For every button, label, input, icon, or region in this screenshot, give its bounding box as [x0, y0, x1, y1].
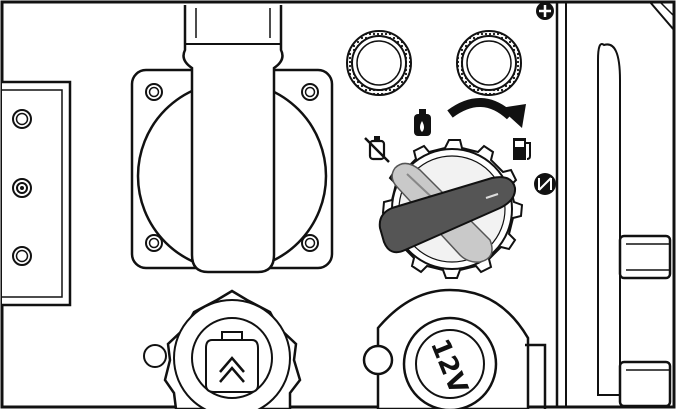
fuel-pump-icon	[513, 138, 531, 160]
no-gas-icon	[364, 136, 390, 163]
socket-12v: 12V	[362, 288, 547, 412]
ac-socket	[130, 5, 334, 274]
off-icon	[534, 173, 556, 195]
right-clip-upper	[618, 234, 672, 280]
selector-lever-marker	[485, 193, 499, 199]
socket-lid	[182, 5, 284, 274]
screw-icon	[536, 2, 554, 20]
left-bracket	[2, 80, 72, 307]
bracket-hole-bottom	[12, 246, 32, 266]
socket-screw-bottom-left	[145, 234, 163, 252]
bracket-hole-top	[12, 109, 32, 129]
socket-screw-top-left	[145, 83, 163, 101]
bracket-hole-middle	[12, 178, 32, 198]
socket-screw-top-right	[301, 83, 319, 101]
gas-connector	[143, 289, 302, 413]
fuel-selector-knob[interactable]	[378, 139, 524, 279]
selector-lever-active	[378, 176, 517, 254]
right-housing	[555, 1, 675, 408]
right-clip-lower	[618, 360, 672, 408]
socket-screw-bottom-right	[301, 234, 319, 252]
gas-connector-icon	[219, 356, 245, 383]
indicator-button-right[interactable]	[456, 30, 522, 96]
rotation-arrow-head	[500, 104, 526, 128]
indicator-button-left[interactable]	[346, 30, 412, 96]
gas-cylinder-icon	[414, 109, 431, 136]
